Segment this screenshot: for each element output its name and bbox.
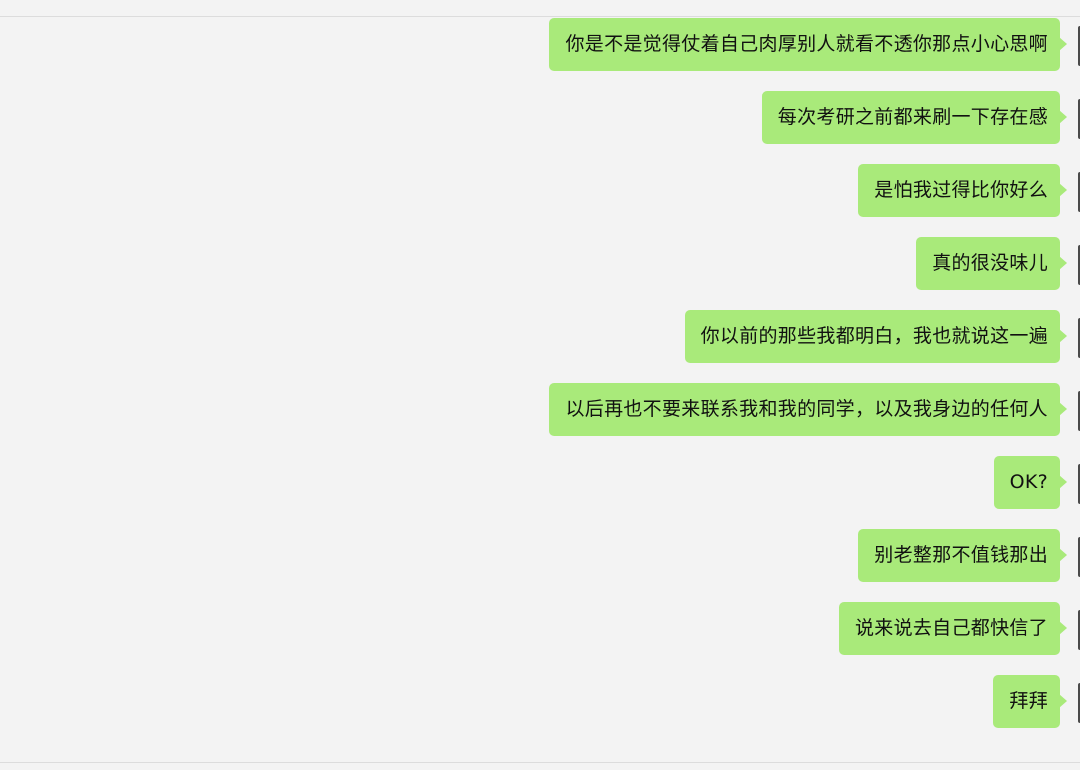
bubble-tail [1059, 694, 1067, 708]
message-bubble[interactable]: 你是不是觉得仗着自己肉厚别人就看不透你那点小心思啊 [549, 18, 1067, 71]
message-row: 以后再也不要来联系我和我的同学，以及我身边的任何人 [549, 383, 1080, 436]
bubble-tail [1059, 329, 1067, 343]
top-divider [0, 16, 1080, 17]
avatar[interactable] [1078, 99, 1080, 139]
message-text: 你以前的那些我都明白，我也就说这一遍 [700, 325, 1048, 347]
bubble-tail [1059, 183, 1067, 197]
message-text: 你是不是觉得仗着自己肉厚别人就看不透你那点小心思啊 [565, 33, 1048, 55]
message-row: 你以前的那些我都明白，我也就说这一遍 [684, 310, 1080, 363]
avatar[interactable] [1078, 391, 1080, 431]
message-row: OK? [993, 456, 1080, 509]
message-row: 别老整那不值钱那出 [858, 529, 1080, 582]
message-row: 说来说去自己都快信了 [838, 602, 1080, 655]
bubble-tail [1059, 475, 1067, 489]
message-bubble[interactable]: 拜拜 [993, 675, 1067, 728]
bubble-tail [1059, 110, 1067, 124]
message-bubble[interactable]: 是怕我过得比你好么 [858, 164, 1067, 217]
message-row: 每次考研之前都来刷一下存在感 [761, 91, 1080, 144]
avatar[interactable] [1078, 318, 1080, 358]
bottom-divider [0, 762, 1080, 763]
message-text: 说来说去自己都快信了 [854, 617, 1048, 639]
message-bubble[interactable]: 说来说去自己都快信了 [838, 602, 1067, 655]
bubble-tail [1059, 402, 1067, 416]
message-text: 是怕我过得比你好么 [874, 179, 1048, 201]
message-bubble[interactable]: 你以前的那些我都明白，我也就说这一遍 [684, 310, 1067, 363]
avatar[interactable] [1078, 172, 1080, 212]
message-text: 拜拜 [1009, 690, 1048, 712]
message-text: 以后再也不要来联系我和我的同学，以及我身边的任何人 [565, 398, 1048, 420]
bubble-tail [1059, 621, 1067, 635]
bubble-tail [1059, 256, 1067, 270]
message-bubble[interactable]: 以后再也不要来联系我和我的同学，以及我身边的任何人 [549, 383, 1067, 436]
avatar[interactable] [1078, 26, 1080, 66]
message-text: 每次考研之前都来刷一下存在感 [777, 106, 1048, 128]
message-bubble[interactable]: 真的很没味儿 [916, 237, 1067, 290]
avatar[interactable] [1078, 245, 1080, 285]
message-row: 真的很没味儿 [916, 237, 1080, 290]
avatar[interactable] [1078, 683, 1080, 723]
message-row: 你是不是觉得仗着自己肉厚别人就看不透你那点小心思啊 [549, 18, 1080, 71]
bubble-tail [1059, 548, 1067, 562]
message-text: OK? [1009, 471, 1048, 493]
avatar[interactable] [1078, 610, 1080, 650]
message-bubble[interactable]: 别老整那不值钱那出 [858, 529, 1067, 582]
message-bubble[interactable]: 每次考研之前都来刷一下存在感 [761, 91, 1067, 144]
message-text: 真的很没味儿 [932, 252, 1048, 274]
avatar[interactable] [1078, 464, 1080, 504]
message-row: 是怕我过得比你好么 [858, 164, 1080, 217]
message-text: 别老整那不值钱那出 [874, 544, 1048, 566]
avatar[interactable] [1078, 537, 1080, 577]
message-row: 拜拜 [993, 675, 1080, 728]
bubble-tail [1059, 37, 1067, 51]
message-bubble[interactable]: OK? [993, 456, 1067, 509]
